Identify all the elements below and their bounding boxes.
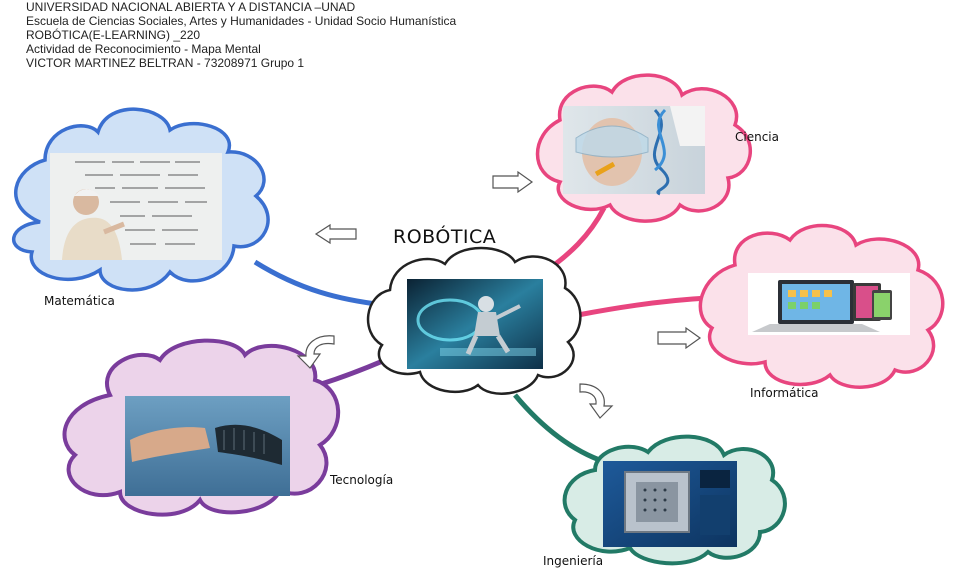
header-author: VICTOR MARTINEZ BELTRAN - 73208971 Grupo… (26, 56, 305, 70)
label-ciencia: Ciencia (735, 130, 779, 144)
connector-matematica (253, 259, 386, 308)
cloud-ciencia (535, 73, 752, 223)
connector-informatica (577, 295, 709, 318)
header-activity: Actividad de Reconocimiento - Mapa Menta… (26, 42, 261, 56)
curved-arrow-icon (296, 335, 335, 369)
label-ingenieria: Ingeniería (543, 554, 604, 568)
cloud-informatica (698, 223, 945, 389)
arrow-right-icon (657, 326, 702, 350)
cloud-matematica (12, 107, 270, 292)
center-title: ROBÓTICA (393, 226, 497, 248)
cloud-robotica (366, 246, 582, 395)
cloud-ingenieria (562, 434, 787, 566)
label-informatica: Informática (750, 386, 819, 400)
header-course: ROBÓTICA(E-LEARNING) _220 (26, 28, 201, 42)
header-school: Escuela de Ciencias Sociales, Artes y Hu… (26, 14, 457, 28)
curved-arrow-icon (579, 383, 614, 419)
header-university: UNIVERSIDAD NACIONAL ABIERTA Y A DISTANC… (26, 0, 356, 14)
arrow-left-icon (314, 223, 357, 245)
header-block: UNIVERSIDAD NACIONAL ABIERTA Y A DISTANC… (26, 0, 456, 70)
arrow-right-icon (492, 170, 534, 194)
label-matematica: Matemática (44, 294, 115, 308)
cloud-tecnologia (62, 338, 341, 517)
label-tecnologia: Tecnología (330, 473, 394, 487)
connector-ingenieria (513, 393, 606, 465)
